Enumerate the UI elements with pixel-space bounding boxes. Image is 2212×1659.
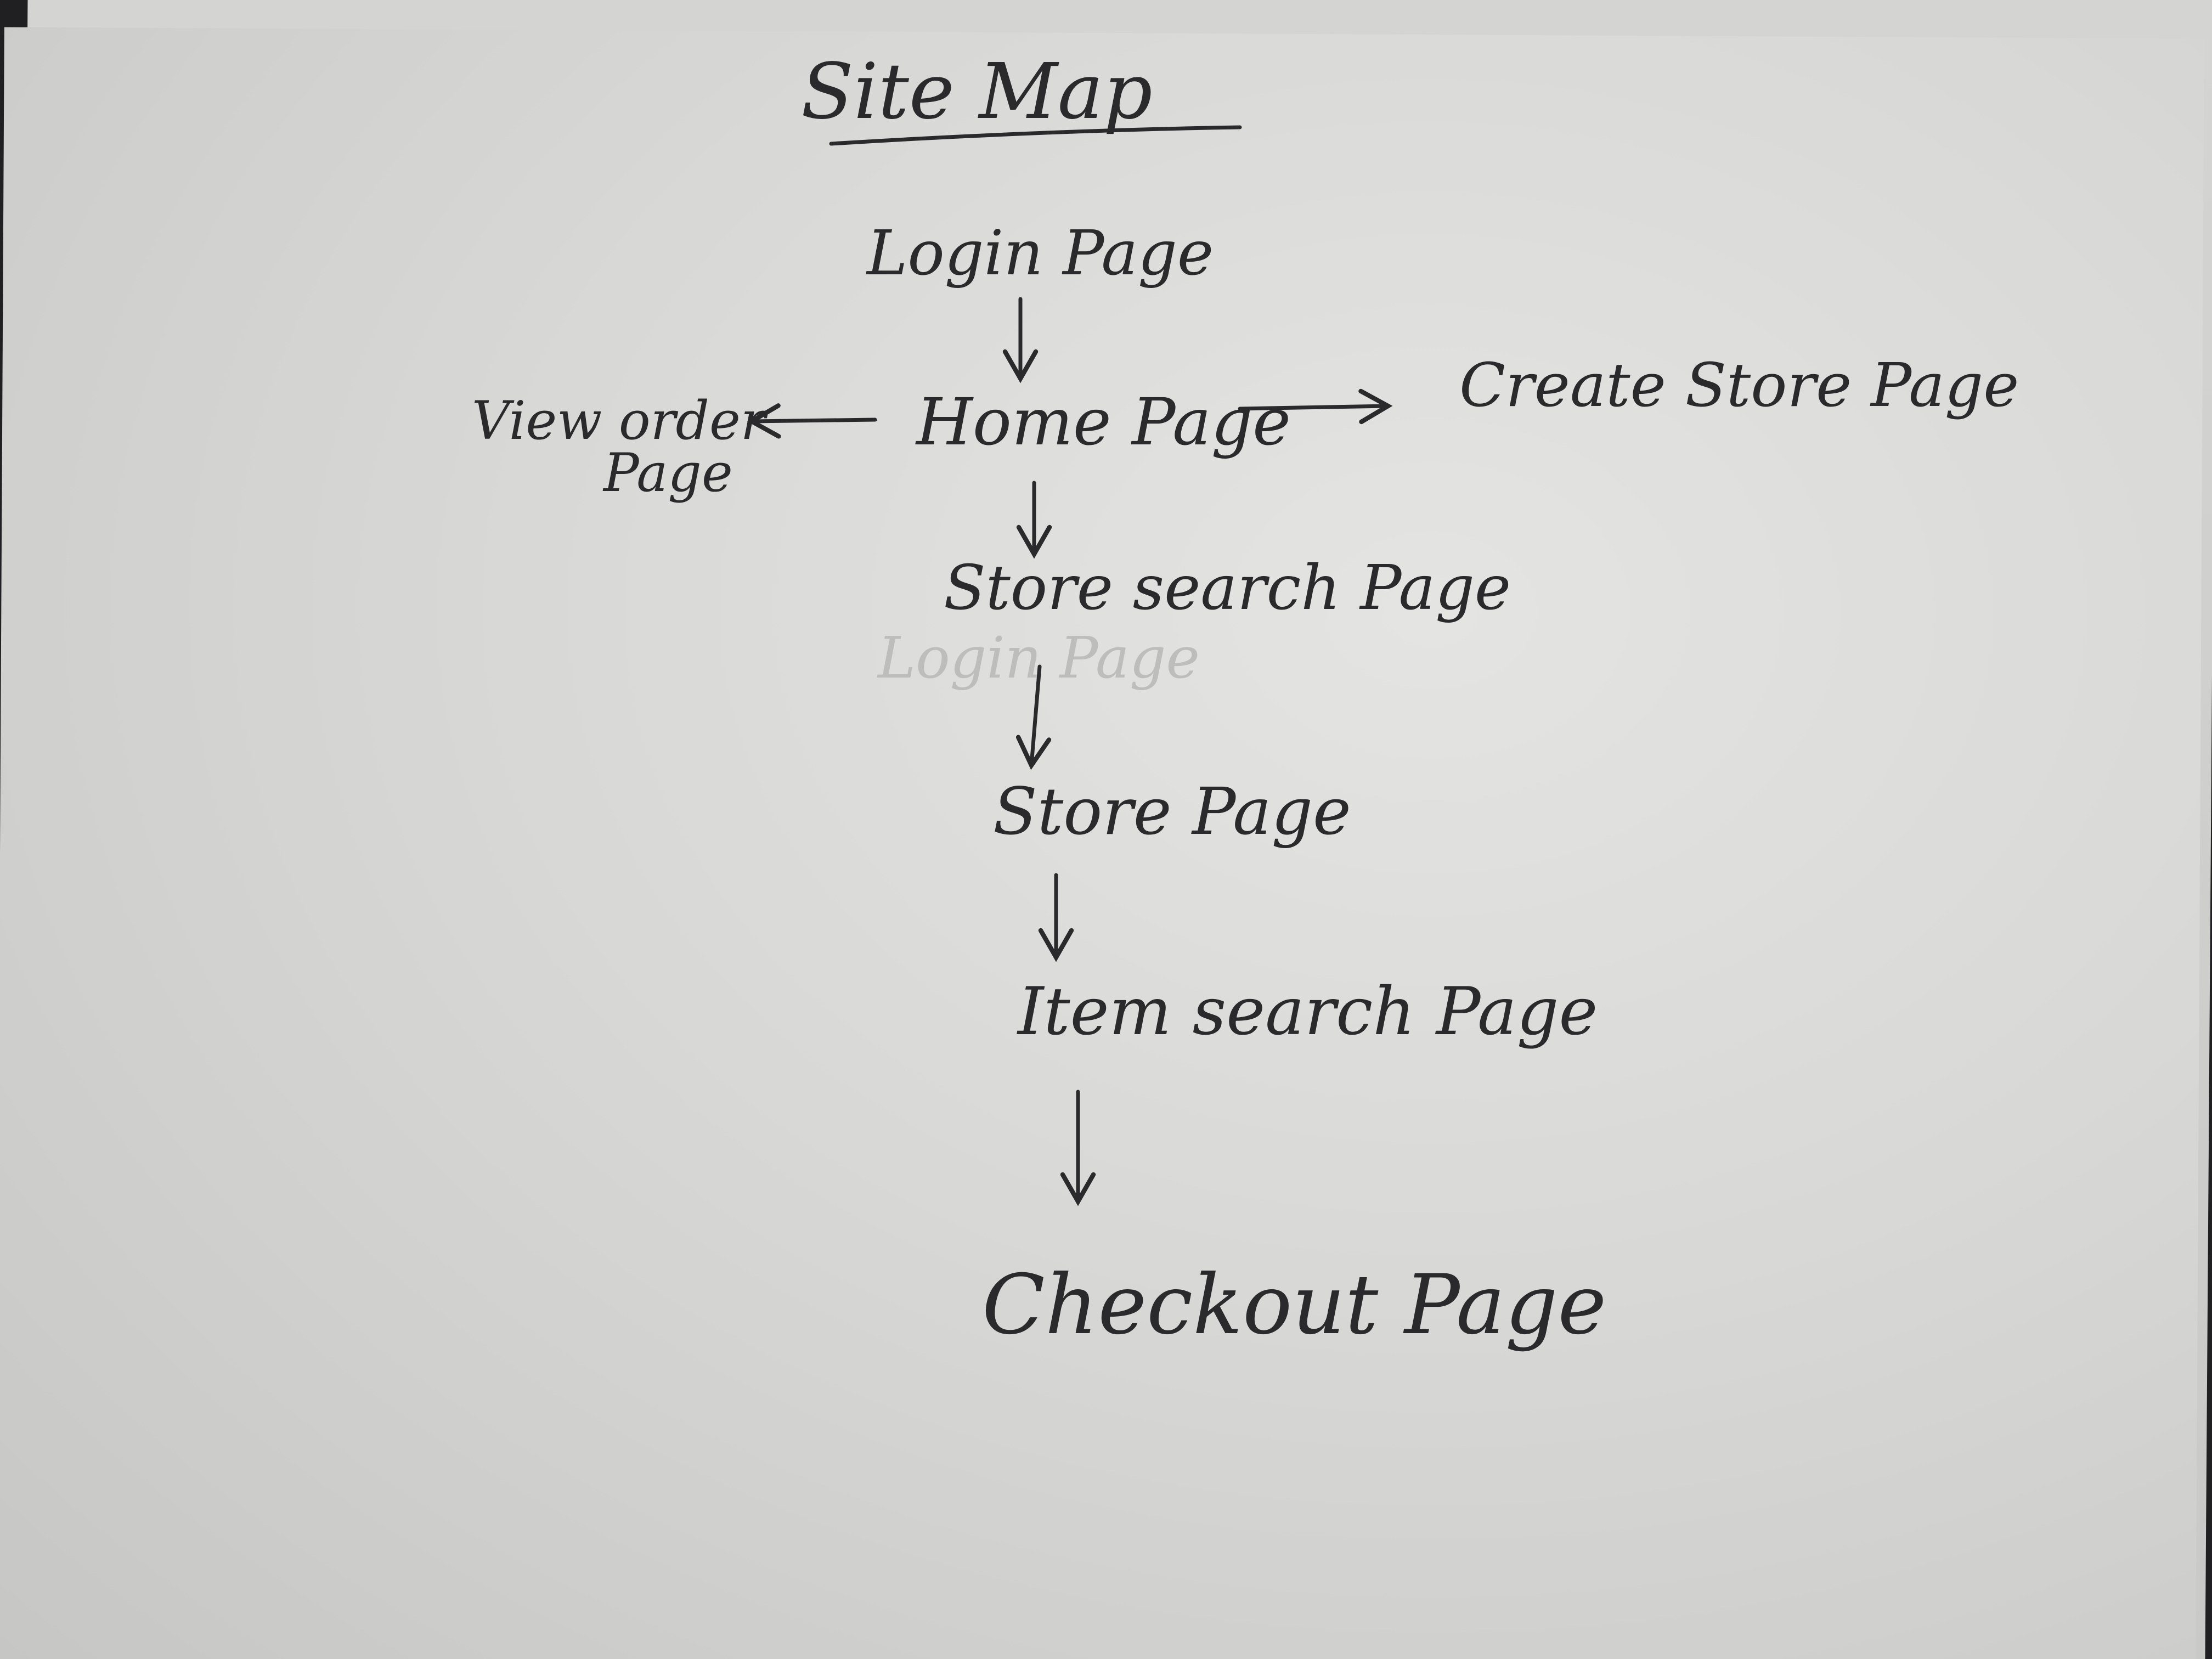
node-home-page: Home Page (915, 384, 1291, 460)
arrow-home-to-create-store (1238, 388, 1393, 425)
node-checkout-page: Checkout Page (982, 1257, 1606, 1353)
title-underline (829, 125, 1242, 146)
node-create-store-page: Create Store Page (1459, 350, 2019, 420)
arrow-home-to-view-order (747, 403, 877, 439)
node-store-page: Store Page (993, 774, 1351, 849)
arrow-store-search-to-store (1015, 664, 1052, 770)
node-login-page: Login Page (866, 218, 1214, 289)
node-view-order-page-line2: Page (602, 442, 733, 504)
diagram-title: Site Map (801, 47, 1153, 137)
node-item-search-page: Item search Page (1017, 974, 1598, 1050)
node-store-search-page: Store search Page (944, 552, 1511, 624)
node-view-order-page-line1: View order (472, 390, 769, 452)
